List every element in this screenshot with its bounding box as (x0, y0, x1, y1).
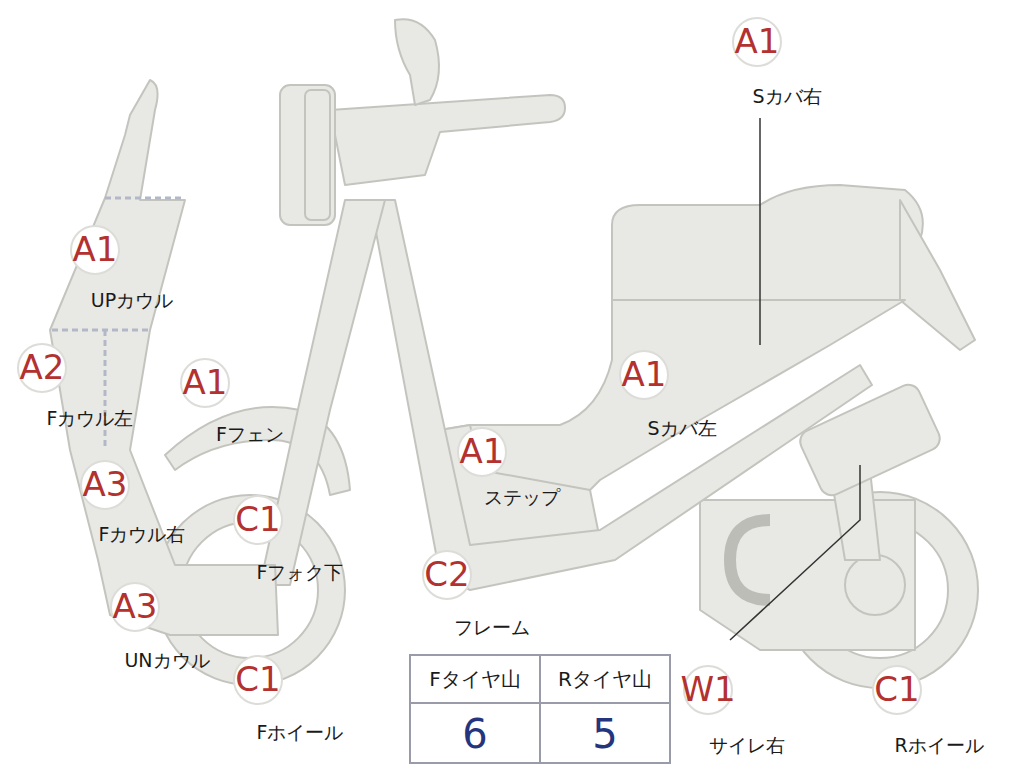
callout-circle: C1Rホイール (872, 665, 922, 715)
part-name: ステップ (484, 487, 560, 508)
part-name: Fフェン (216, 424, 284, 445)
headlight (280, 85, 335, 225)
callout-code: A1 (460, 434, 505, 468)
callout-code: A1 (622, 357, 667, 391)
callout-code: A3 (83, 467, 128, 501)
seat (612, 185, 923, 300)
part-name: フレーム (454, 617, 530, 638)
callout-circle: A2Fカウル左 (17, 343, 67, 393)
exhaust-pipe (730, 520, 770, 600)
callout-circle: A1Sカバ右 (732, 17, 782, 67)
tyre-table (410, 655, 670, 763)
table-rule (539, 655, 541, 763)
cowl-division (105, 197, 185, 200)
callout-code: A1 (735, 24, 780, 58)
frame (370, 200, 872, 590)
callout-circle: A3Fカウル右 (80, 460, 130, 510)
callout-code: A3 (113, 589, 158, 623)
callout-code: W1 (680, 672, 735, 706)
leader-line (759, 118, 761, 345)
handlebar (330, 95, 565, 185)
part-name: Fホイール (257, 722, 344, 743)
part-name: Sカバ右 (752, 86, 821, 107)
headlight-lens (305, 90, 330, 220)
callout-circle: A1Fフェン (180, 358, 230, 408)
part-name: Fカウル左 (47, 408, 134, 429)
front-cowl (50, 80, 278, 635)
mirror (395, 19, 439, 105)
part-name: UPカウル (91, 290, 173, 311)
leader-line (730, 465, 860, 640)
callout-circle: C1Fフォク下 (233, 495, 283, 545)
part-name: Rホイール (894, 735, 983, 756)
callout-code: C1 (874, 672, 919, 706)
callout-code: A2 (20, 350, 65, 384)
cowl-division (52, 329, 150, 332)
callout-circle: A1ステップ (457, 427, 507, 477)
table-header: Rタイヤ山 (558, 669, 652, 689)
cowl-division (104, 330, 107, 450)
tread-value: 6 (462, 714, 487, 754)
part-name: サイレ右 (709, 735, 785, 756)
callout-circle: W1サイレ右 (683, 665, 733, 715)
callout-code: C2 (424, 557, 469, 591)
callout-code: C1 (235, 662, 280, 696)
callout-code: A1 (183, 365, 228, 399)
tread-value: 5 (592, 714, 617, 754)
callout-circle: C1Fホイール (233, 655, 283, 705)
rear-hub (845, 555, 905, 615)
part-name: Sカバ左 (647, 418, 716, 439)
callout-circle: A3UNカウル (110, 582, 160, 632)
callout-circle: A1Sカバ左 (619, 350, 669, 400)
table-header: Fタイヤ山 (429, 669, 521, 689)
engine (700, 500, 915, 650)
part-name: UNカウル (124, 650, 209, 671)
rear-fender (900, 200, 975, 350)
callout-code: C1 (235, 502, 280, 536)
part-name: Fフォク下 (257, 562, 344, 583)
callout-code: A1 (73, 232, 118, 266)
callout-circle: A1UPカウル (70, 225, 120, 275)
part-name: Fカウル右 (99, 524, 186, 545)
callout-circle: C2フレーム (422, 550, 472, 600)
